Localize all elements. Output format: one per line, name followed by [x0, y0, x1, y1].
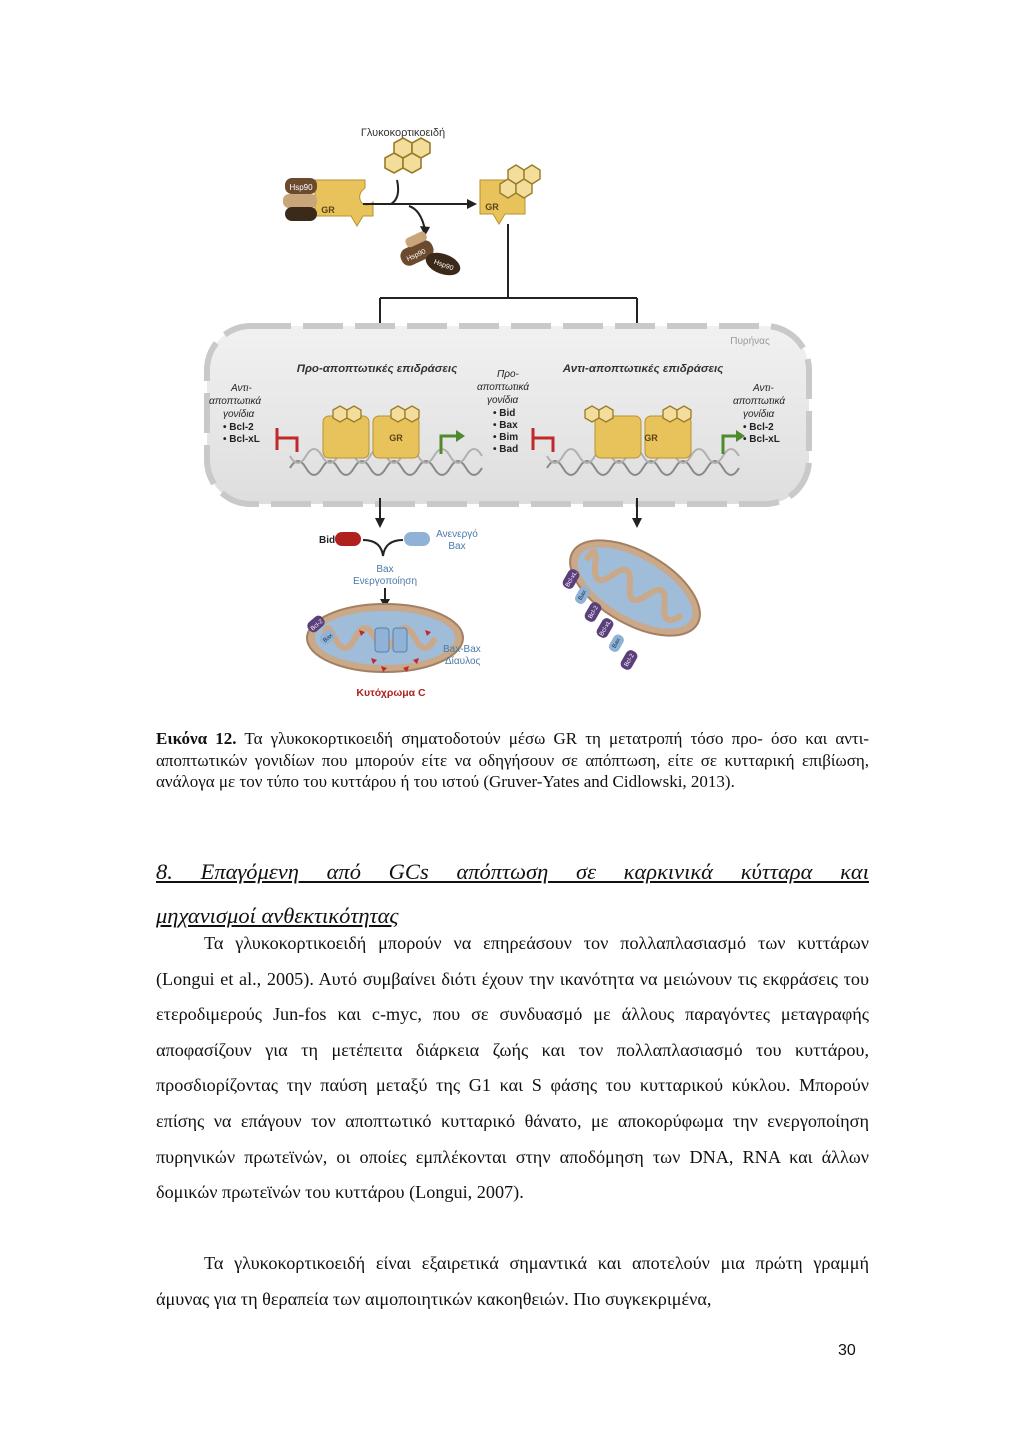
svg-text:Bax: Bax	[376, 564, 393, 575]
svg-text:• Bcl-2: • Bcl-2	[743, 422, 774, 433]
section-heading-line2: μηχανισμοί ανθεκτικότητας	[156, 903, 399, 928]
binding-arrow	[363, 179, 477, 236]
body-paragraph-2: Τα γλυκοκορτικοειδή είναι εξαιρετικά σημ…	[156, 1253, 869, 1309]
glucocorticoid-pathway-figure: Γλυκοκορτικοειδή Hsp90 GR Hsp90 Hsp90	[204, 127, 812, 699]
svg-text:Ανενεργό: Ανενεργό	[436, 528, 478, 540]
body-paragraph-1: Τα γλυκοκορτικοειδή μπορούν να επηρεάσου…	[156, 933, 869, 1203]
svg-text:Ενεργοποίηση: Ενεργοποίηση	[353, 575, 417, 587]
activate-arrow-right	[721, 430, 745, 454]
inhibit-symbol-right	[531, 428, 555, 452]
hsp90-gr-complex: Hsp90 GR	[283, 178, 374, 227]
svg-text:αποπτωτικά: αποπτωτικά	[733, 395, 785, 407]
pro-apoptotic-effects-title: Προ-αποπτωτικές επιδράσεις	[297, 363, 458, 375]
nucleus-label: Πυρήνας	[730, 335, 770, 347]
svg-text:Προ-: Προ-	[497, 369, 520, 380]
svg-text:γονίδια: γονίδια	[743, 408, 775, 420]
svg-text:• Bcl-2: • Bcl-2	[223, 422, 254, 433]
released-hsp90: Hsp90 Hsp90	[400, 231, 461, 276]
svg-text:Bax: Bax	[322, 633, 334, 644]
svg-text:• Bid: • Bid	[493, 408, 515, 419]
cytochrome-c-label: Κυτόχρωμα C	[356, 687, 426, 699]
activated-gr: GR	[479, 164, 541, 225]
figure-caption: Εικόνα 12. Τα γλυκοκορτικοειδή σηματοδοτ…	[156, 728, 869, 793]
figure-caption-label: Εικόνα 12.	[156, 729, 237, 748]
svg-text:• Bcl-xL: • Bcl-xL	[743, 434, 780, 445]
output-arrows	[379, 498, 638, 520]
svg-text:• Bim: • Bim	[493, 432, 518, 443]
svg-text:Bax: Bax	[578, 590, 588, 602]
svg-text:• Bad: • Bad	[493, 444, 518, 455]
svg-text:Αντι-: Αντι-	[230, 383, 252, 394]
svg-text:γονίδια: γονίδια	[487, 394, 519, 406]
section-heading: 8. Επαγόμενη από GCs απόπτωση σε καρκινι…	[156, 850, 869, 938]
bid-bax-activation: Bid Ανενεργό Bax Bax Ενεργοποίηση	[319, 528, 478, 608]
left-gene-list: Αντι- αποπτωτικά γονίδια • Bcl-2 • Bcl-x…	[209, 383, 261, 445]
gr-label-left: GR	[321, 205, 335, 215]
svg-text:• Bcl-xL: • Bcl-xL	[223, 434, 260, 445]
svg-text:αποπτωτικά: αποπτωτικά	[477, 381, 529, 393]
svg-text:Δίαυλος: Δίαυλος	[445, 655, 481, 667]
page-number: 30	[838, 1342, 856, 1359]
middle-gene-list: Προ- αποπτωτικά γονίδια • Bid • Bax • Bi…	[477, 369, 529, 455]
anti-apoptotic-effects-title: Αντι-αποπτωτικές επιδράσεις	[562, 363, 724, 375]
figure-caption-text: Τα γλυκοκορτικοειδή σηματοδοτούν μέσω GR…	[156, 729, 869, 791]
svg-text:Bax: Bax	[448, 541, 465, 552]
svg-text:GR: GR	[389, 433, 403, 443]
svg-text:Bax: Bax	[612, 638, 622, 650]
mitochondrion-left: Bcl-2 Bax Bax-Bax Δίαυλος Κυτόχρωμα C	[306, 603, 481, 699]
svg-text:• Bax: • Bax	[493, 420, 518, 431]
mitochondrion-right: Bcl-xL Bax Bcl-2 Bcl-xL Bax Bcl-2	[562, 539, 701, 670]
right-gene-list: Αντι- αποπτωτικά γονίδια • Bcl-2 • Bcl-x…	[733, 383, 785, 445]
gr-dimer-right: GR	[584, 405, 692, 459]
section-heading-line1: 8. Επαγόμενη από GCs απόπτωση σε καρκινι…	[156, 859, 869, 884]
steroid-molecule-icon	[384, 137, 431, 174]
gr-label-right: GR	[485, 202, 499, 212]
svg-text:Αντι-: Αντι-	[752, 383, 774, 394]
svg-text:GR: GR	[644, 433, 658, 443]
glucocorticoid-label: Γλυκοκορτικοειδή	[361, 127, 445, 139]
svg-text:Bax-Bax: Bax-Bax	[443, 644, 481, 655]
dna-helix-right	[546, 448, 740, 476]
svg-text:αποπτωτικά: αποπτωτικά	[209, 395, 261, 407]
inhibit-symbol-left	[275, 428, 299, 452]
svg-text:γονίδια: γονίδια	[223, 408, 255, 420]
svg-text:Bid: Bid	[319, 535, 335, 546]
activate-arrow-left	[439, 430, 465, 454]
hsp90-label: Hsp90	[289, 183, 313, 192]
gr-dimer-left: GR	[322, 405, 420, 459]
